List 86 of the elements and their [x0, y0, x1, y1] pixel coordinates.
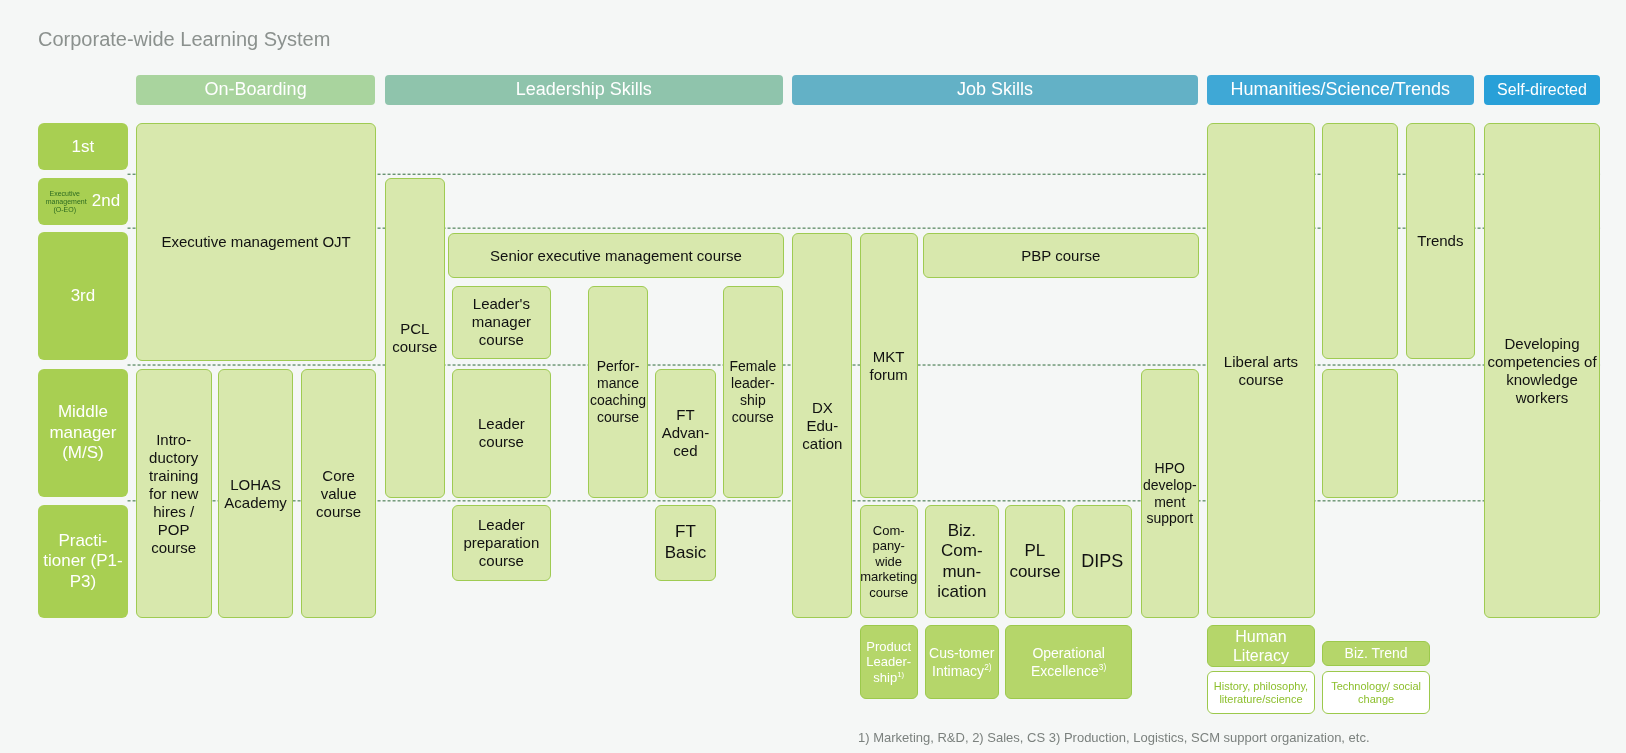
category-name: On-Boarding [203, 78, 308, 101]
course-box [300, 369, 377, 619]
level-name: 3rd [69, 285, 97, 307]
course-box [587, 286, 649, 498]
course-box [135, 123, 377, 361]
course-box [1140, 369, 1199, 619]
level-label-box [38, 369, 128, 497]
category-header [384, 74, 783, 105]
course-name: HPO develop-ment support [1141, 460, 1198, 528]
level-label-box [38, 232, 128, 360]
level-label-box [38, 505, 128, 619]
course-name: Trends [1416, 232, 1465, 251]
course-name: PL course [1008, 541, 1062, 582]
category-header [1207, 74, 1474, 105]
strategy-name: Operational Excellence$^{3)}$ [1030, 645, 1108, 680]
course-box [1072, 505, 1133, 619]
course-name: MKT forum [868, 347, 909, 384]
course-name: Female leader-ship course [728, 358, 778, 426]
course-box [384, 178, 445, 498]
course-box [925, 505, 999, 619]
course-name: DIPS [1080, 550, 1125, 573]
strategy-name: Biz. Trend [1343, 644, 1409, 662]
course-box [452, 286, 551, 359]
course-box [1483, 123, 1601, 619]
level-name: Middle manager (M/S) [48, 402, 118, 464]
course-box [452, 369, 551, 498]
course-name: PBP course [1020, 246, 1102, 265]
strategy-box [1004, 625, 1133, 699]
course-box [1207, 123, 1315, 619]
course-name: FT Advan-ced [660, 406, 711, 461]
course-box [722, 286, 783, 498]
topic-box [1207, 670, 1315, 715]
category-header [135, 74, 376, 105]
course-name: Leader's manager course [470, 295, 532, 350]
course-box [655, 505, 716, 581]
level-label-box [38, 178, 128, 225]
level-name: Practi-tioner (P1-P3) [42, 530, 124, 593]
course-box [922, 233, 1199, 278]
footnote: 1) Marketing, R&D, 2) Sales, CS 3) Production, Logistics, SCM support organization, etc. [858, 730, 1370, 745]
strategy-name: Human Literacy [1231, 626, 1290, 666]
strategy-box [925, 625, 999, 699]
course-box [447, 233, 784, 278]
course-box [792, 233, 853, 619]
category-name: Self-directed [1496, 80, 1588, 100]
course-name: Intro-ductory training for new hires / POP course [148, 430, 200, 557]
diagram-title: Corporate-wide Learning System [38, 28, 331, 51]
category-header [1483, 74, 1601, 105]
course-box [859, 505, 918, 619]
topic-text: History, philosophy, literature/science [1212, 679, 1310, 706]
course-box [1406, 123, 1475, 359]
course-name: Senior executive management course [489, 246, 743, 265]
empty-course-box [1322, 123, 1398, 359]
strategy-name: Product Leader-ship$^{1)}$ [865, 638, 913, 686]
course-name: Biz. Com-mun-ication [936, 520, 988, 603]
level-name: 2nd [90, 191, 122, 212]
course-name: Core value course [315, 466, 363, 521]
topic-box [1322, 670, 1430, 715]
category-name: Job Skills [955, 78, 1034, 101]
course-name: Leader preparation course [462, 515, 541, 570]
level-label-box [38, 123, 128, 171]
course-box [217, 369, 294, 619]
strategy-name: Cus-tomer Intimacy$^{2)}$ [928, 645, 996, 680]
course-name: PCL course [391, 320, 439, 357]
course-name: Developing competencies of knowledge workers [1486, 334, 1598, 407]
strategy-box [1322, 640, 1430, 666]
strategy-box [1207, 625, 1315, 667]
course-box [1004, 505, 1065, 619]
course-name: Executive management OJT [160, 233, 352, 252]
empty-course-box [1322, 369, 1398, 498]
course-name: Perfor-mance coaching course [589, 358, 648, 426]
level-name: 1st [70, 136, 96, 157]
course-name: FT Basic [663, 522, 708, 564]
category-name: Leadership Skills [514, 78, 653, 101]
strategy-box [859, 625, 918, 699]
topic-text: Technology/ social change [1330, 679, 1422, 706]
course-name: DX Edu-cation [801, 398, 844, 453]
category-name: Humanities/Science/Trends [1229, 78, 1451, 101]
course-box [655, 369, 716, 498]
course-name: LOHAS Academy [223, 475, 288, 512]
course-box [135, 369, 212, 619]
course-box [859, 233, 918, 498]
course-name: Liberal arts course [1222, 352, 1300, 389]
category-header [792, 74, 1198, 105]
course-name: Com-pany-wide marketing course [859, 522, 919, 601]
course-box [452, 505, 551, 581]
course-name: Leader course [477, 415, 526, 452]
